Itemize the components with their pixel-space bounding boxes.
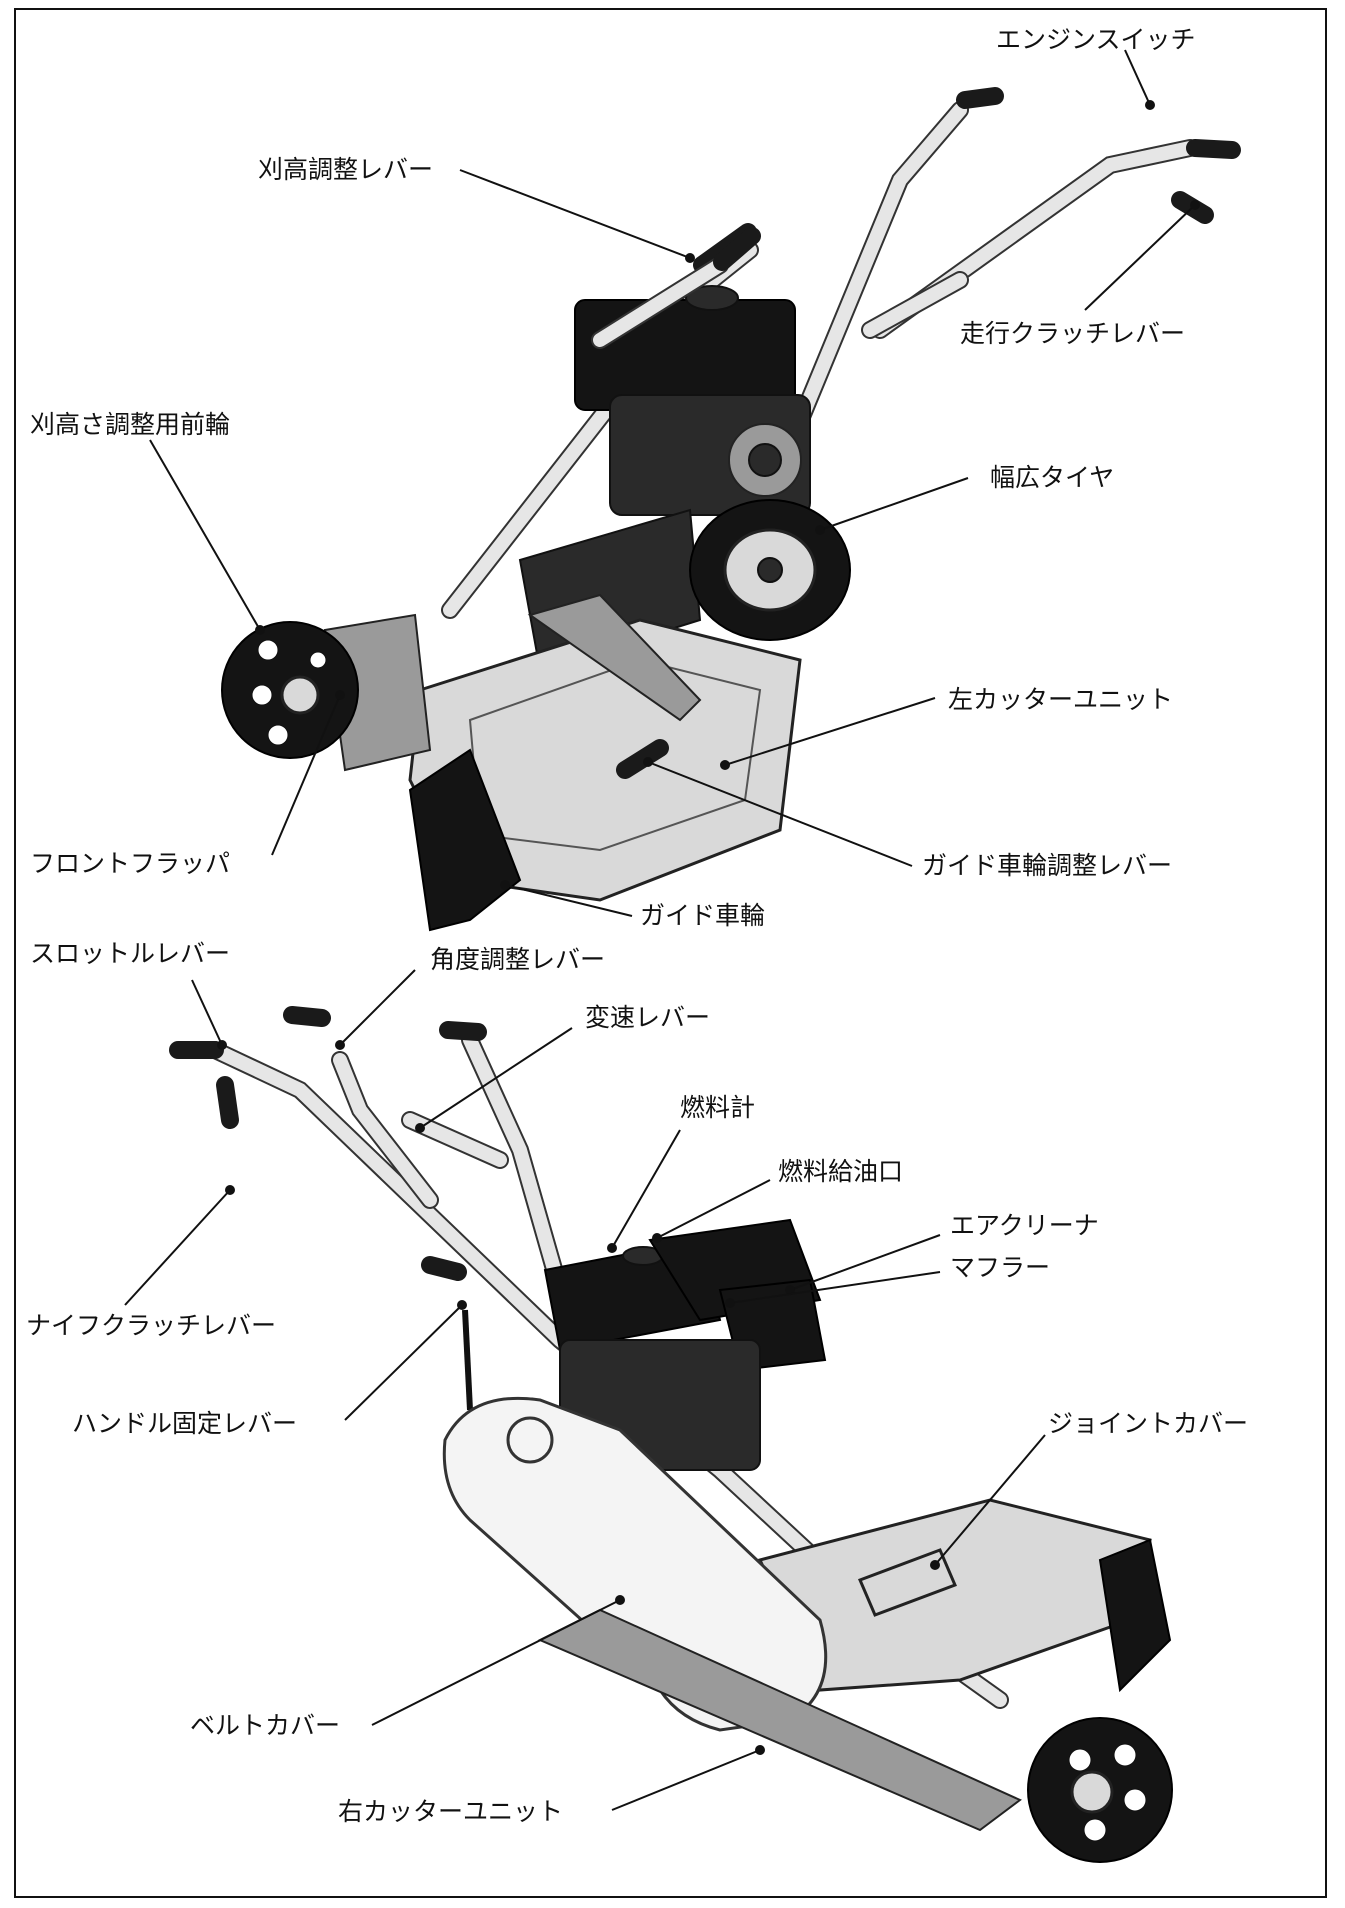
label-knife-clutch-lever: ナイフクラッチレバー bbox=[26, 1311, 276, 1340]
label-fuel-inlet: 燃料給油口 bbox=[778, 1157, 903, 1186]
label-throttle-lever: スロットルレバー bbox=[30, 939, 230, 968]
drive-shaft bbox=[527, 593, 702, 722]
label-travel-clutch-lever: 走行クラッチレバー bbox=[960, 319, 1185, 348]
label-cut-height-lever: 刈高調整レバー bbox=[258, 155, 433, 184]
label-guide-wheel: ガイド車輪 bbox=[640, 901, 765, 930]
label-belt-cover: ベルトカバー bbox=[190, 1711, 340, 1740]
upper-machine-illustration bbox=[221, 87, 1241, 932]
label-shift-lever: 変速レバー bbox=[585, 1003, 710, 1032]
callout-labels: エンジンスイッチ 刈高調整レバー 走行クラッチレバー 刈高さ調整用前輪 幅広タイ… bbox=[26, 25, 1248, 1826]
lower-machine-illustration bbox=[169, 1006, 1173, 1863]
label-fuel-gauge: 燃料計 bbox=[680, 1093, 755, 1122]
label-air-cleaner: エアクリーナ bbox=[950, 1211, 1099, 1240]
label-guide-wheel-lever: ガイド車輪調整レバー bbox=[922, 851, 1172, 880]
label-angle-lever: 角度調整レバー bbox=[430, 945, 605, 974]
label-muffler: マフラー bbox=[950, 1253, 1050, 1282]
label-left-cutter-unit: 左カッターユニット bbox=[948, 685, 1173, 714]
guide-wheel bbox=[408, 748, 522, 932]
label-handle-lock-lever: ハンドル固定レバー bbox=[72, 1409, 297, 1438]
figure-frame bbox=[14, 8, 1327, 1898]
label-joint-cover: ジョイントカバー bbox=[1048, 1409, 1248, 1438]
label-engine-switch: エンジンスイッチ bbox=[996, 25, 1196, 54]
label-front-height-wheel: 刈高さ調整用前輪 bbox=[30, 410, 230, 439]
right-front-wheel bbox=[1027, 1717, 1173, 1863]
engine-tank bbox=[574, 299, 796, 411]
label-front-flap: フロントフラッパ bbox=[30, 849, 230, 878]
label-right-cutter-unit: 右カッターユニット bbox=[338, 1797, 563, 1826]
front-height-wheel bbox=[221, 621, 359, 759]
label-wide-tire: 幅広タイヤ bbox=[990, 463, 1114, 492]
leader-lines bbox=[124, 49, 1200, 1811]
